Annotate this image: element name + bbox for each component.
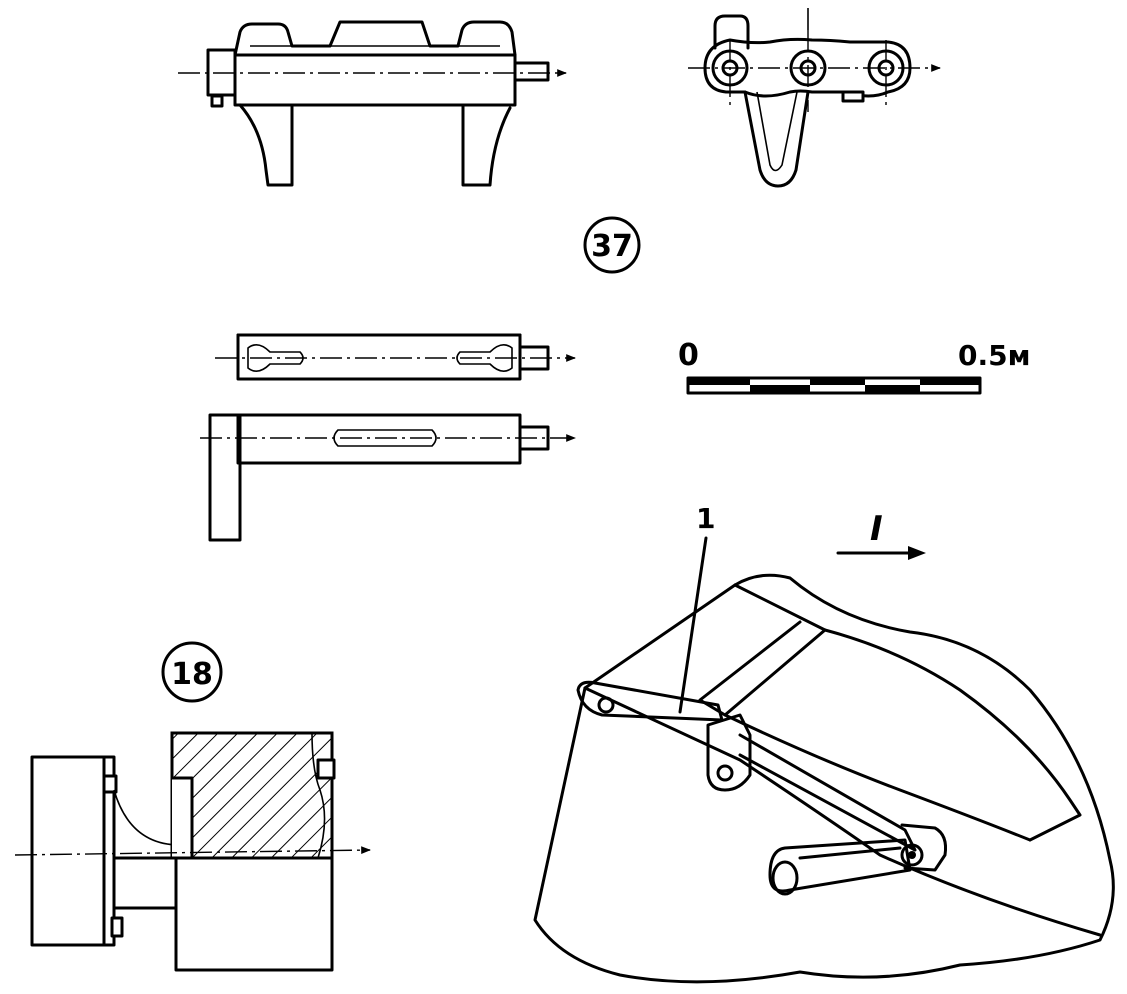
section-view xyxy=(14,731,371,972)
view-I-label: I xyxy=(870,509,883,549)
figure-37-badge: 37 xyxy=(583,216,641,274)
scale-end-label: 0.5м xyxy=(958,339,1031,372)
perspective-view xyxy=(533,573,1115,984)
view-I-indicator: I xyxy=(836,509,926,560)
figure-18-number: 18 xyxy=(171,657,213,692)
figure-37-number: 37 xyxy=(591,229,633,264)
scale-bar: 0 0.5м xyxy=(678,338,1031,395)
scale-start-label: 0 xyxy=(678,338,699,373)
link-plan-view xyxy=(200,333,576,542)
link-end-view xyxy=(688,8,941,188)
part-1-label: 1 xyxy=(696,502,715,535)
figure-18-badge: 18 xyxy=(161,641,223,703)
link-side-view xyxy=(178,20,567,187)
callout-part-1: 1 xyxy=(678,502,715,714)
